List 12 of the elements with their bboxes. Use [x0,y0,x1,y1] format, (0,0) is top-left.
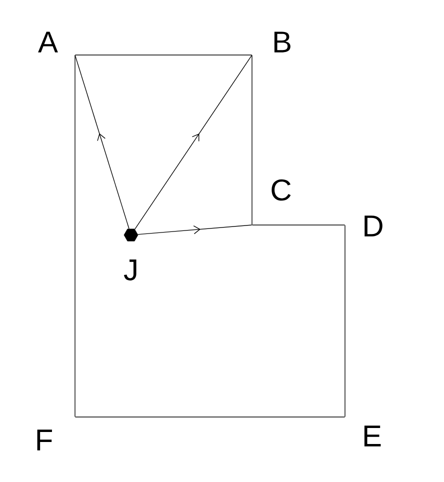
point-label: A [38,32,58,52]
point-label: E [364,426,381,446]
line-segment [252,224,346,226]
point-label: F [37,430,52,450]
line-segment [74,416,346,418]
point-label: J [124,260,136,280]
point-label: D [364,216,382,236]
line-segment [74,54,252,56]
line-segment [74,54,76,418]
point-label: C [272,179,291,201]
point-label: B [274,32,290,52]
line-segment [344,224,346,418]
